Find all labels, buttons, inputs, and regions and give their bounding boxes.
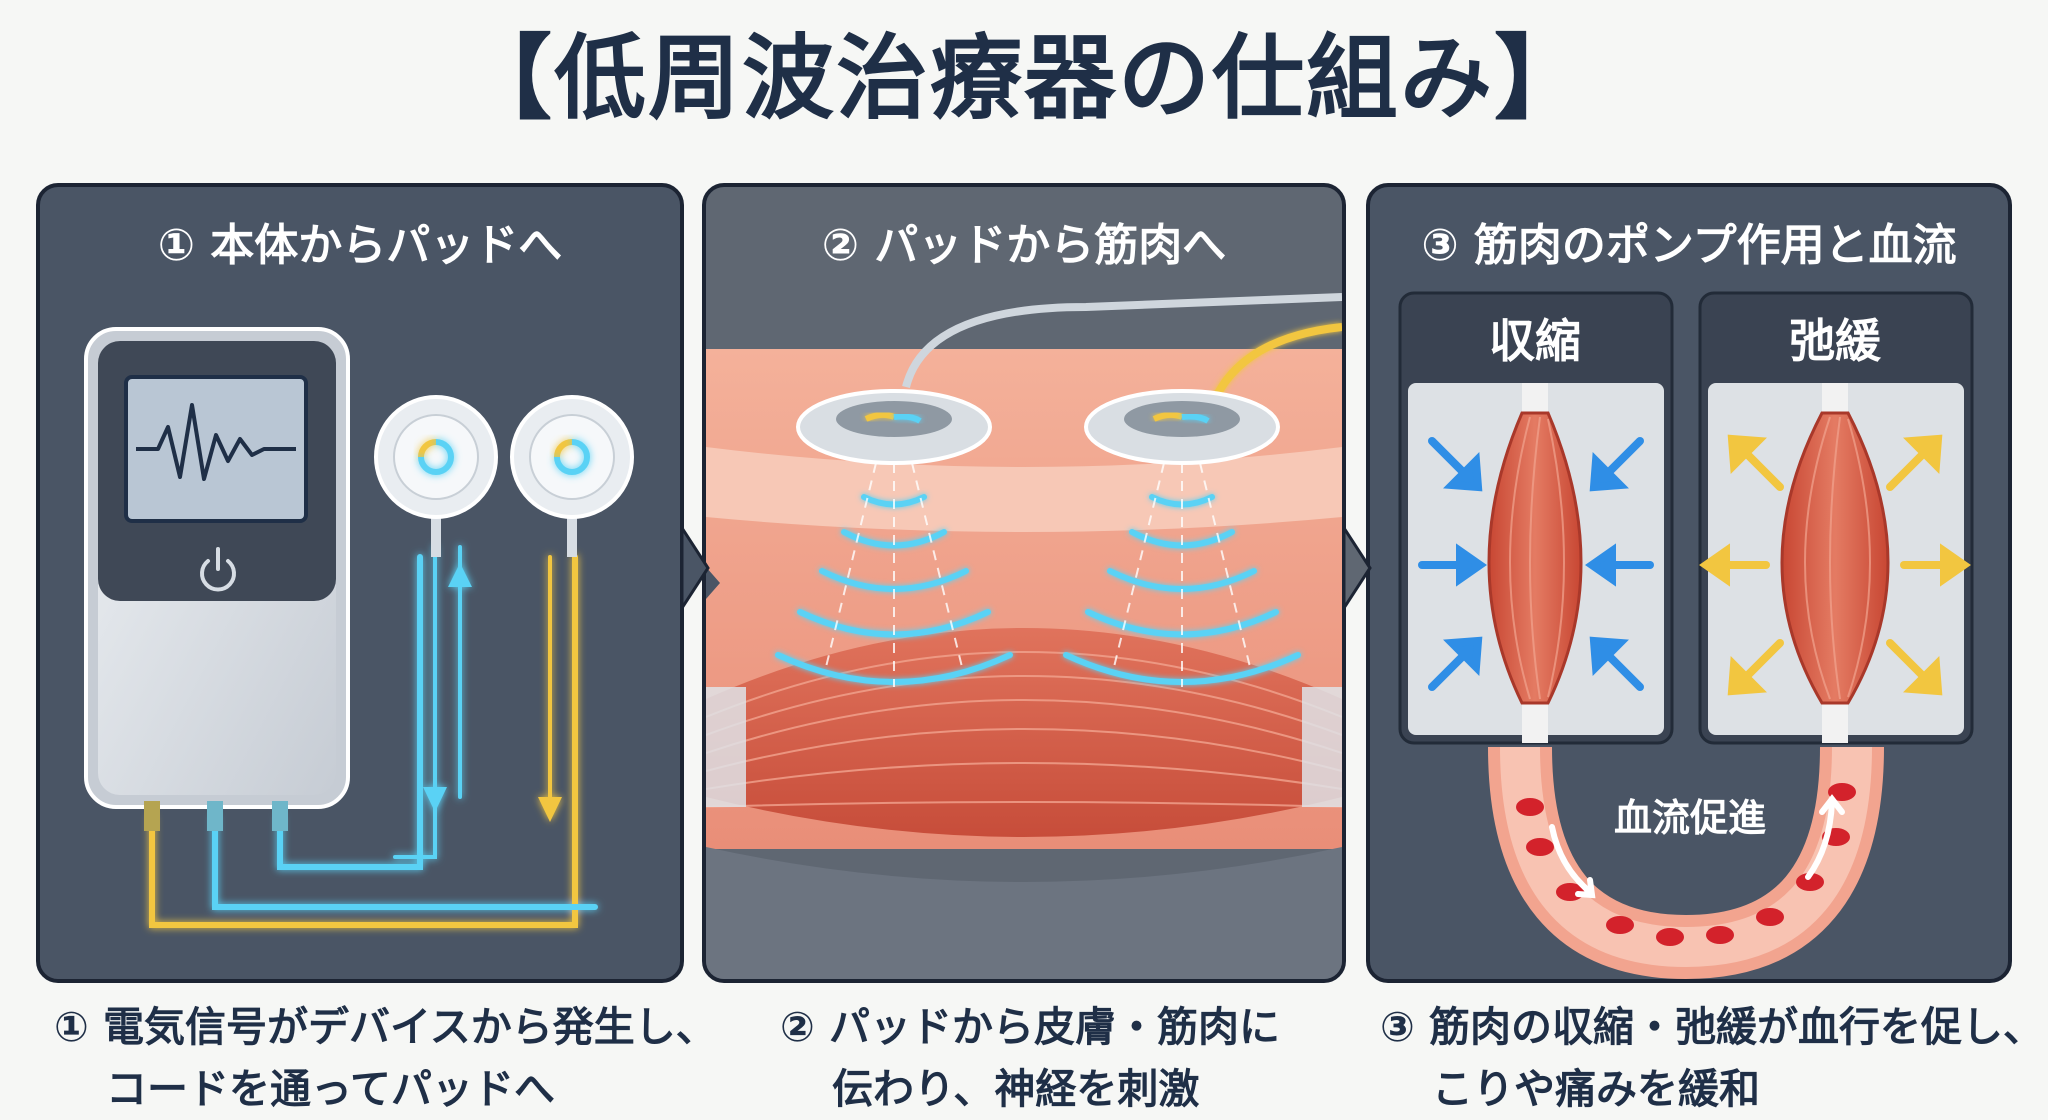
caption-3-line2: こりや痛みを緩和: [1432, 1065, 1760, 1113]
panel-heading-2: ② パッドから筋肉へ: [821, 220, 1227, 271]
electrode-pad-right: [1084, 389, 1280, 465]
caption-3: ③ 筋肉の収縮・弛緩が血行を促し、 こりや痛みを緩和: [1380, 996, 2044, 1120]
panel-heading-3: ③ 筋肉のポンプ作用と血流: [1421, 220, 1957, 271]
contracted-muscle: [1487, 383, 1583, 743]
chevron-right-icon: [682, 528, 710, 608]
caption-2-line2: 伝わり、神経を刺激: [832, 1065, 1200, 1113]
skin-muscle-illustration: [706, 293, 1342, 979]
blood-flow-label: 血流促進: [1613, 796, 1766, 840]
arrow-icon: [1418, 437, 1654, 691]
relax-label: 弛緩: [1789, 314, 1881, 368]
arrow-icon: [1549, 794, 1845, 899]
chevron-right-icon: [1344, 528, 1372, 608]
page-title: 【低周波治療器の仕組み】: [459, 25, 1588, 132]
device-plugs: [144, 801, 288, 831]
caption-2: ② パッドから皮膚・筋肉に 伝わり、神経を刺激: [780, 996, 1280, 1120]
power-icon: [200, 547, 236, 592]
caption-2-line1: ② パッドから皮膚・筋肉に: [780, 1003, 1280, 1051]
panel-heading-1: ① 本体からパッドへ: [157, 220, 563, 271]
arrow-icon: [1699, 434, 1971, 696]
panel-pad-to-muscle: ② パッドから筋肉へ: [702, 183, 1346, 983]
signal-wires: [149, 545, 598, 928]
device-screen: [124, 375, 308, 523]
waveform-icon: [136, 403, 296, 481]
muscle-pump-illustration: [1398, 291, 1974, 979]
relaxed-muscle: [1780, 383, 1890, 743]
electrode-pad-left: [796, 389, 992, 465]
caption-1-line2: コードを通ってパッドへ: [106, 1065, 555, 1113]
caption-1: ① 電気信号がデバイスから発生し、 コードを通ってパッドへ: [54, 996, 717, 1120]
caption-3-line1: ③ 筋肉の収縮・弛緩が血行を促し、: [1380, 1003, 2044, 1051]
electrode-pad-right: [510, 395, 634, 557]
arrow-icon: [423, 563, 562, 822]
device-illustration: [84, 327, 634, 928]
panel-device-to-pad: ① 本体からパッドへ: [36, 183, 684, 983]
contract-label: 収縮: [1489, 314, 1581, 368]
caption-1-line1: ① 電気信号がデバイスから発生し、: [54, 1003, 717, 1051]
electrode-pad-left: [374, 395, 498, 557]
panel-muscle-pump: ③ 筋肉のポンプ作用と血流 収縮 弛緩 血流促進: [1366, 183, 2012, 983]
